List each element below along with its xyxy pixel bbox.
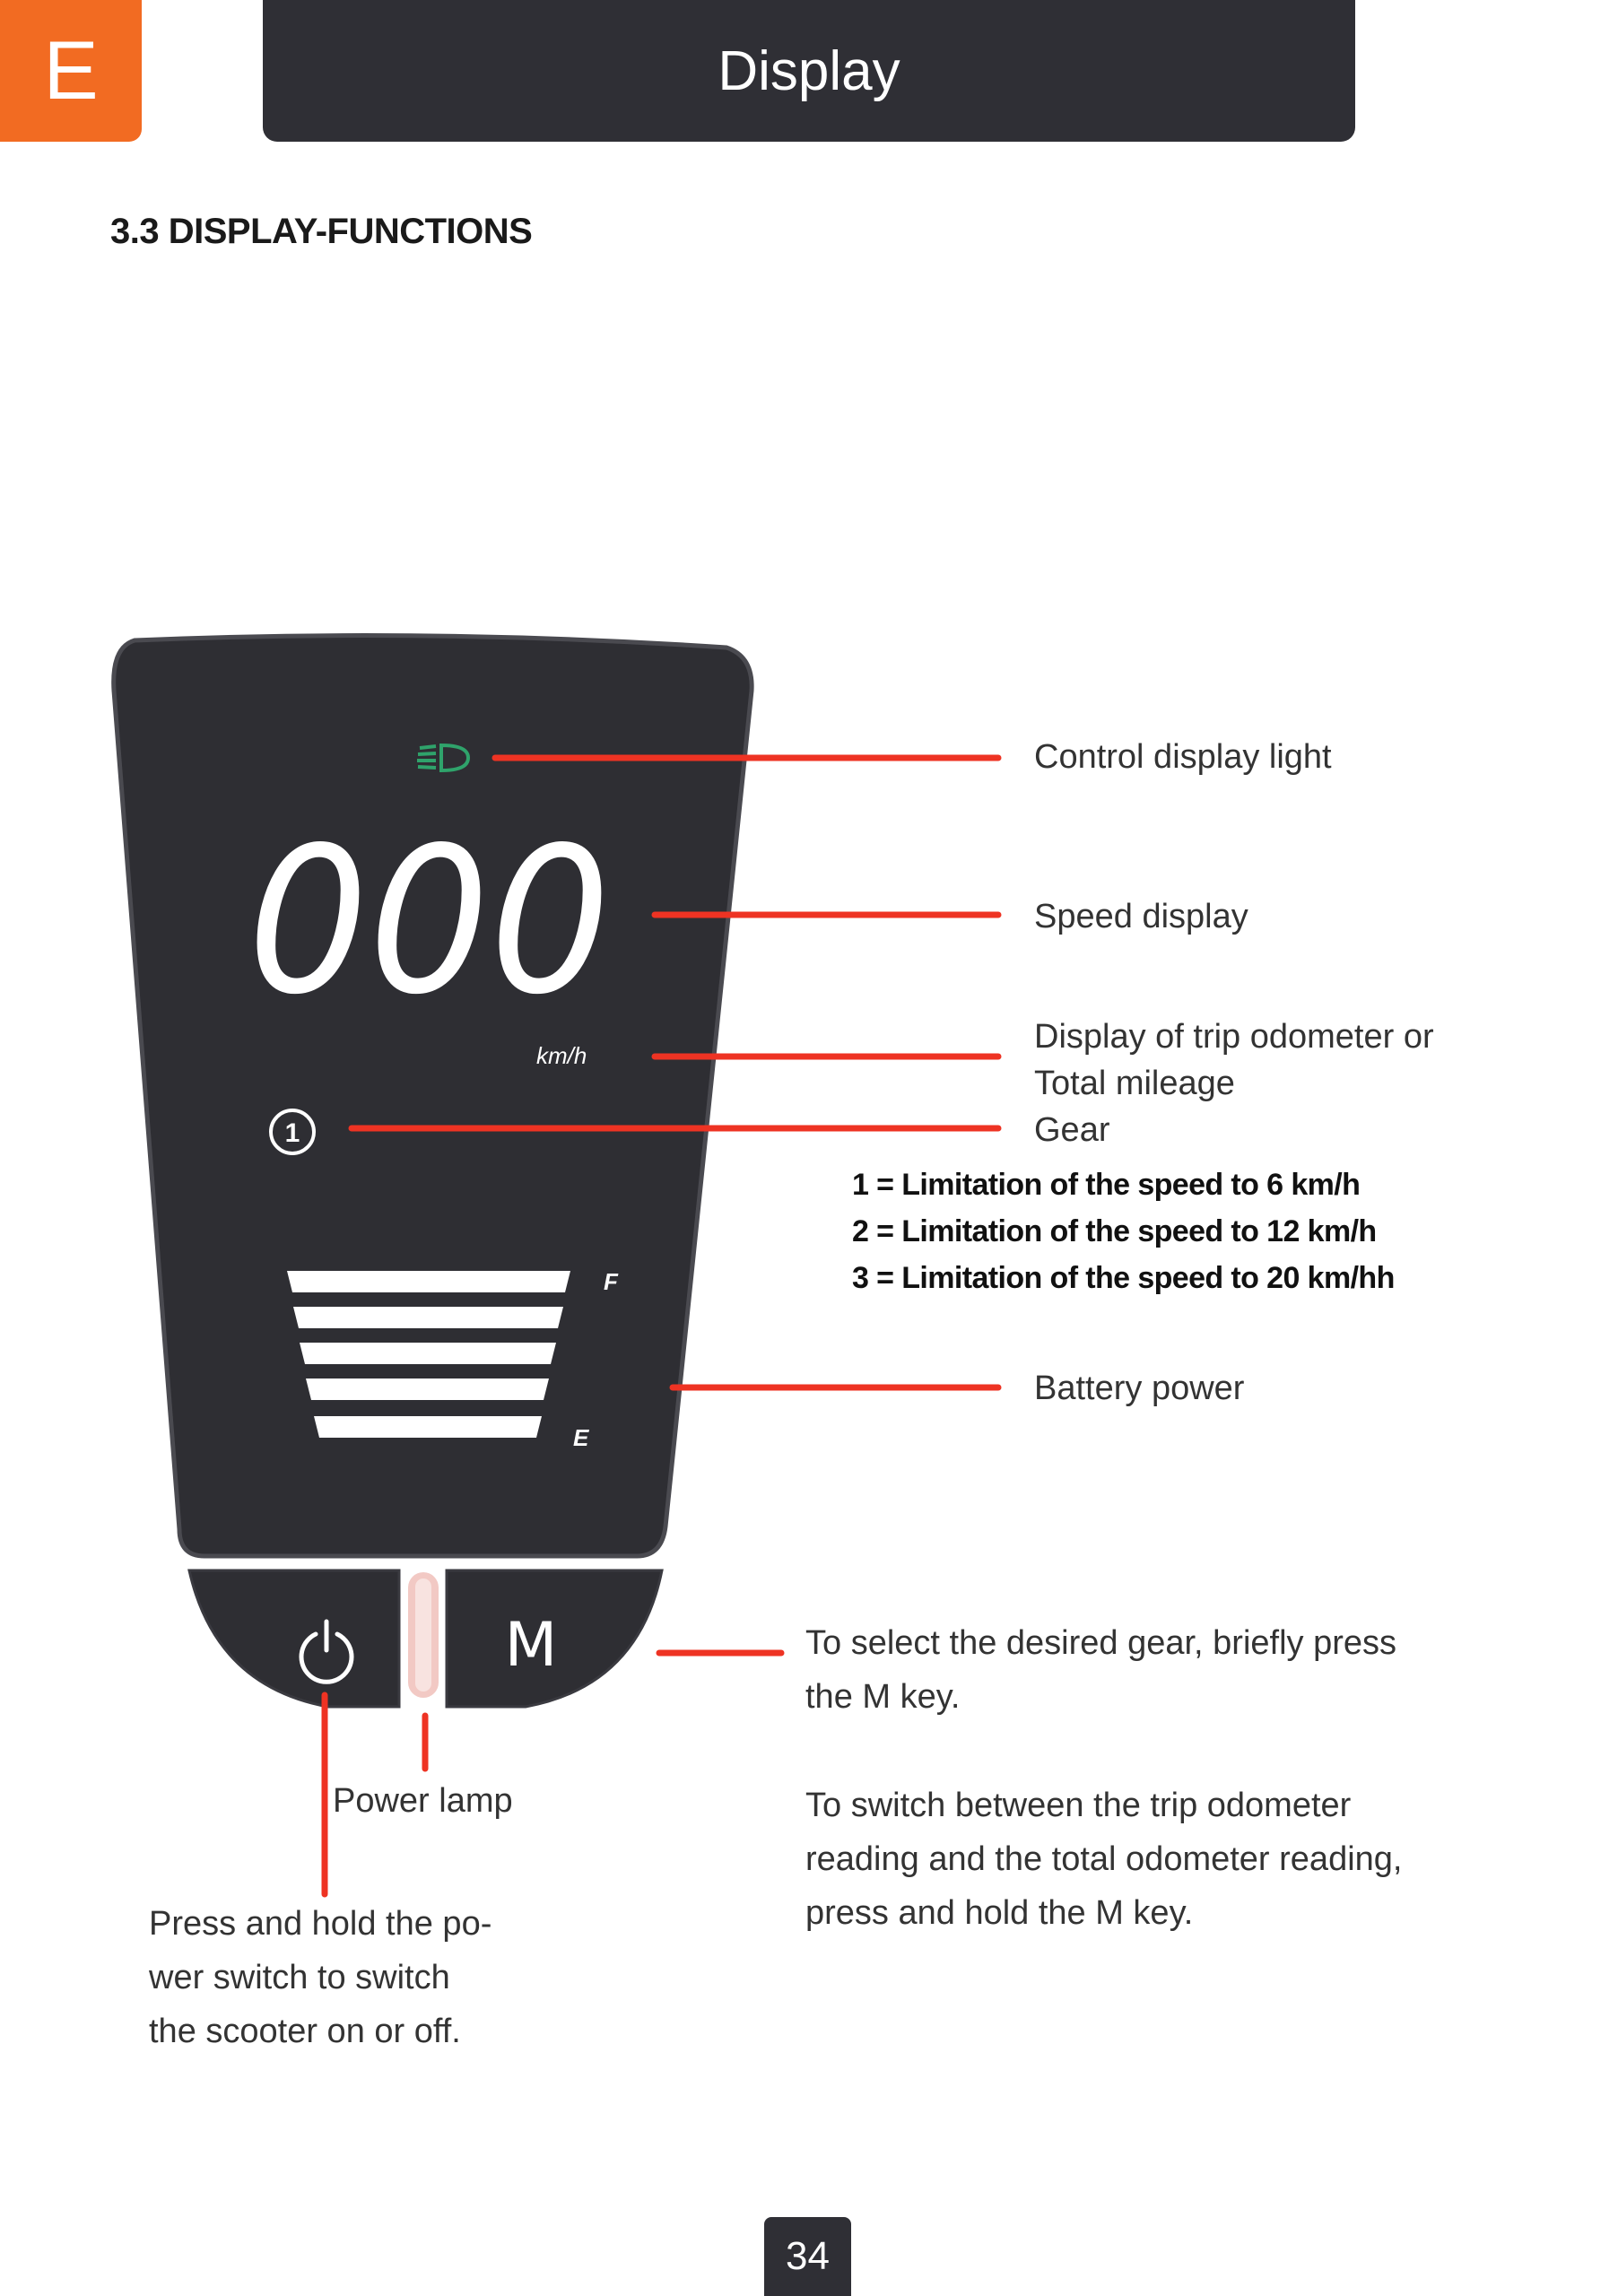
callout-speed: Speed display [1034, 898, 1248, 935]
mode-button-label: M [505, 1610, 558, 1681]
battery-empty-label: E [573, 1424, 589, 1451]
section-title: 3.3 DISPLAY-FUNCTIONS [110, 212, 533, 251]
power-switch-line: Press and hold the po- [149, 1905, 492, 1943]
gear-limit-list: 1 = Limitation of the speed to 6 km/h 2 … [852, 1161, 1395, 1301]
page-header-title: Display [718, 39, 900, 102]
callout-power-lamp: Power lamp [333, 1782, 513, 1820]
gear-limit-item: 1 = Limitation of the speed to 6 km/h [852, 1168, 1361, 1202]
power-button[interactable] [187, 1569, 401, 1709]
m-key-switch-line: press and hold the M key. [805, 1894, 1194, 1932]
callout-gear: Gear [1034, 1111, 1110, 1149]
page-number: 34 [764, 2217, 851, 2296]
gear-indicator-ring [269, 1109, 316, 1155]
gear-limit-item: 3 = Limitation of the speed to 20 km/hh [852, 1261, 1395, 1295]
battery-bar [314, 1416, 542, 1438]
gear-indicator: 1 [285, 1118, 300, 1148]
battery-bar [300, 1343, 556, 1364]
m-key-select-line: To select the desired gear, briefly pres… [805, 1624, 1397, 1662]
m-key-switch-line: reading and the total odometer reading, [805, 1840, 1403, 1878]
battery-gauge [287, 1271, 570, 1438]
callout-m-key-switch: To switch between the trip odometer read… [805, 1779, 1402, 1940]
battery-full-label: F [604, 1268, 619, 1295]
callout-odometer-line1: Display of trip odometer or [1034, 1018, 1434, 1056]
mode-button[interactable] [445, 1569, 664, 1709]
header-bar: Display [263, 0, 1355, 142]
battery-bar [287, 1271, 570, 1292]
display-panel [111, 633, 754, 1559]
power-icon [299, 1619, 354, 1684]
power-switch-line: wer switch to switch [149, 1959, 450, 1996]
m-key-select-line: the M key. [805, 1678, 961, 1716]
m-key-switch-line: To switch between the trip odometer [805, 1787, 1352, 1824]
speed-readout: 000 [248, 804, 611, 1039]
callout-light: Control display light [1034, 738, 1332, 776]
callout-odometer-line2: Total mileage [1034, 1065, 1235, 1102]
callout-m-key-select: To select the desired gear, briefly pres… [805, 1616, 1396, 1724]
headlight-icon [417, 743, 471, 773]
speed-unit: km/h [536, 1042, 587, 1069]
gear-limit-item: 2 = Limitation of the speed to 12 km/h [852, 1214, 1377, 1248]
callout-battery: Battery power [1034, 1370, 1245, 1407]
callout-lines [321, 754, 1002, 1898]
callout-power-switch: Press and hold the po- wer switch to swi… [149, 1897, 491, 2058]
language-tab: E [0, 0, 142, 142]
battery-bar [293, 1307, 563, 1328]
power-lamp-glow [415, 1578, 431, 1692]
power-switch-line: the scooter on or off. [149, 2013, 461, 2050]
battery-bar [306, 1378, 549, 1400]
